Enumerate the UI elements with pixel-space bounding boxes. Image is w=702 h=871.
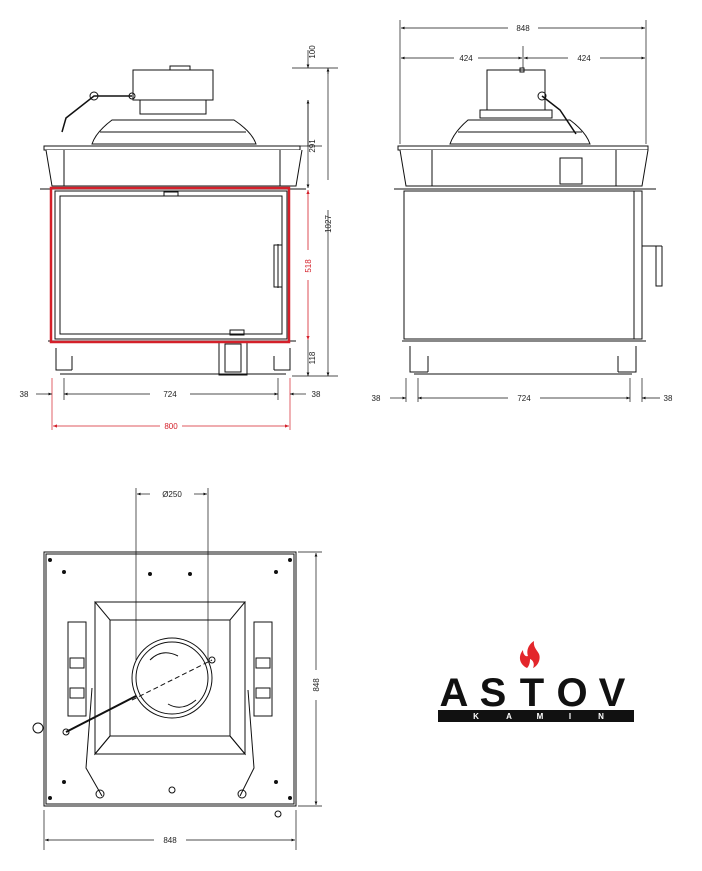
top-view — [32, 551, 297, 818]
logo-sub-letter-5: N — [598, 712, 604, 721]
front-dim-total-height: 1027 — [324, 215, 333, 233]
side-dim-inner-width: 724 — [517, 394, 531, 403]
side-dim-half-left: 424 — [459, 54, 473, 63]
top-dimensions — [43, 488, 322, 850]
side-dimensions — [390, 20, 660, 402]
front-horizontal-dimensions — [36, 378, 306, 430]
logo-sub-letter-3: M — [537, 712, 544, 721]
logo-sub-bar — [438, 710, 634, 722]
logo-letter-5: V — [599, 671, 626, 715]
front-vertical-dimensions — [292, 50, 338, 377]
side-dim-side-right: 38 — [664, 394, 673, 403]
top-dim-width: 848 — [163, 836, 177, 845]
logo-letter-1: A — [440, 671, 469, 715]
side-dim-side-left: 38 — [372, 394, 381, 403]
side-dim-total-width: 848 — [516, 24, 530, 33]
logo-sub-letter-1: K — [473, 712, 479, 721]
front-dim-side-left: 38 — [20, 390, 29, 399]
front-dim-side-right: 38 — [312, 390, 321, 399]
glass-highlight — [49, 186, 291, 344]
front-dim-glass-height: 518 — [304, 259, 313, 273]
logo-letter-3: T — [520, 671, 544, 715]
top-dim-flue-diameter: Ø250 — [162, 490, 182, 499]
side-view — [394, 67, 663, 375]
logo-sub-letter-4: I — [569, 712, 571, 721]
top-dim-depth: 848 — [312, 678, 321, 692]
front-dim-base: 118 — [308, 351, 317, 364]
front-dim-top: 100 — [308, 45, 317, 59]
logo-letter-4: O — [556, 671, 587, 715]
front-dim-outer-width: 800 — [164, 422, 178, 431]
logo-sub-letter-2: A — [506, 712, 512, 721]
logo-letter-2: S — [480, 671, 507, 715]
side-dim-half-right: 424 — [577, 54, 591, 63]
front-dim-hood: 291 — [308, 139, 317, 153]
front-dim-inner-width: 724 — [163, 390, 177, 399]
front-view — [40, 65, 306, 376]
brand-logo: A S T O V K A M I N — [438, 641, 634, 722]
flame-icon — [519, 641, 540, 668]
